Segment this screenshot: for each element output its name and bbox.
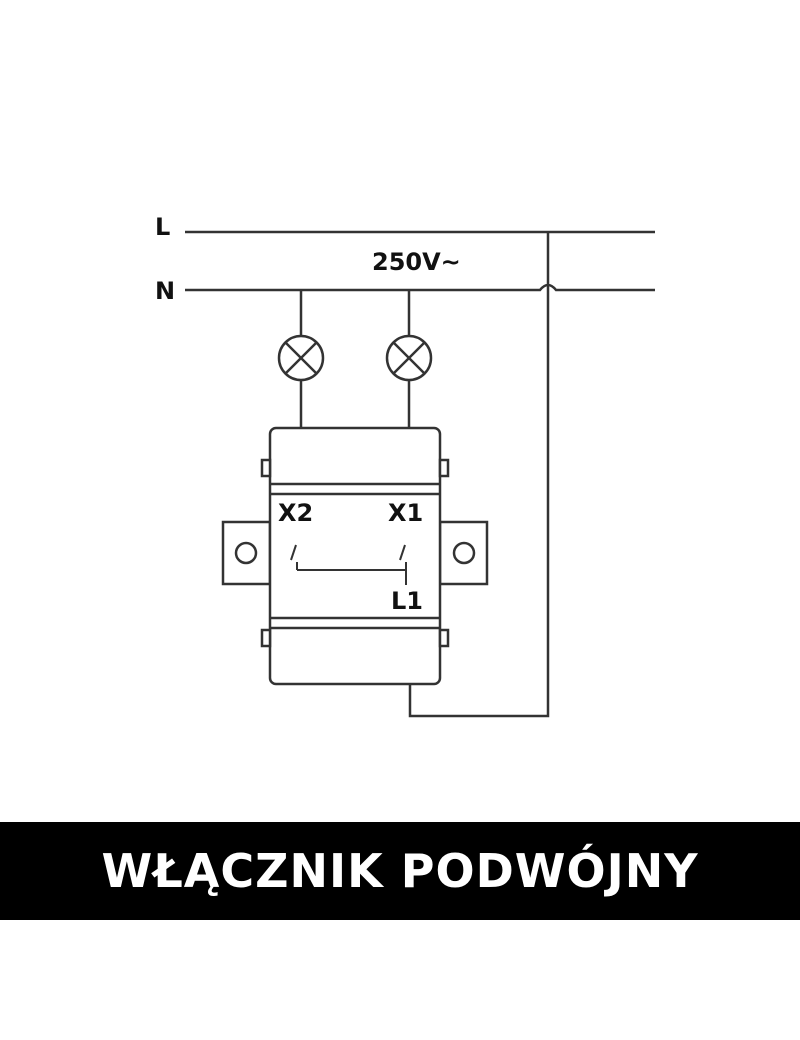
product-title: WŁĄCZNIK PODWÓJNY [101, 844, 699, 898]
lamp-left-icon [277, 334, 325, 382]
neutral-conductor-n [185, 283, 655, 292]
title-banner: WŁĄCZNIK PODWÓJNY [0, 822, 800, 920]
neutral-label: N [155, 277, 175, 305]
switch-body [221, 426, 489, 686]
lamp-wiring [299, 290, 411, 428]
switch-contacts [290, 544, 407, 585]
voltage-label: 250V~ [372, 248, 461, 276]
lamp-right-icon [385, 334, 433, 382]
terminal-x2-label: X2 [278, 499, 313, 527]
wiring-diagram: L N 250V~ X2 X1 L1 [155, 213, 655, 718]
line-label: L [155, 213, 170, 241]
mounting-ear-left [221, 520, 272, 586]
terminal-x1-label: X1 [388, 499, 423, 527]
switch-feed-wire [408, 232, 550, 718]
supply-lines [185, 230, 655, 718]
terminal-l1-label: L1 [391, 587, 423, 615]
